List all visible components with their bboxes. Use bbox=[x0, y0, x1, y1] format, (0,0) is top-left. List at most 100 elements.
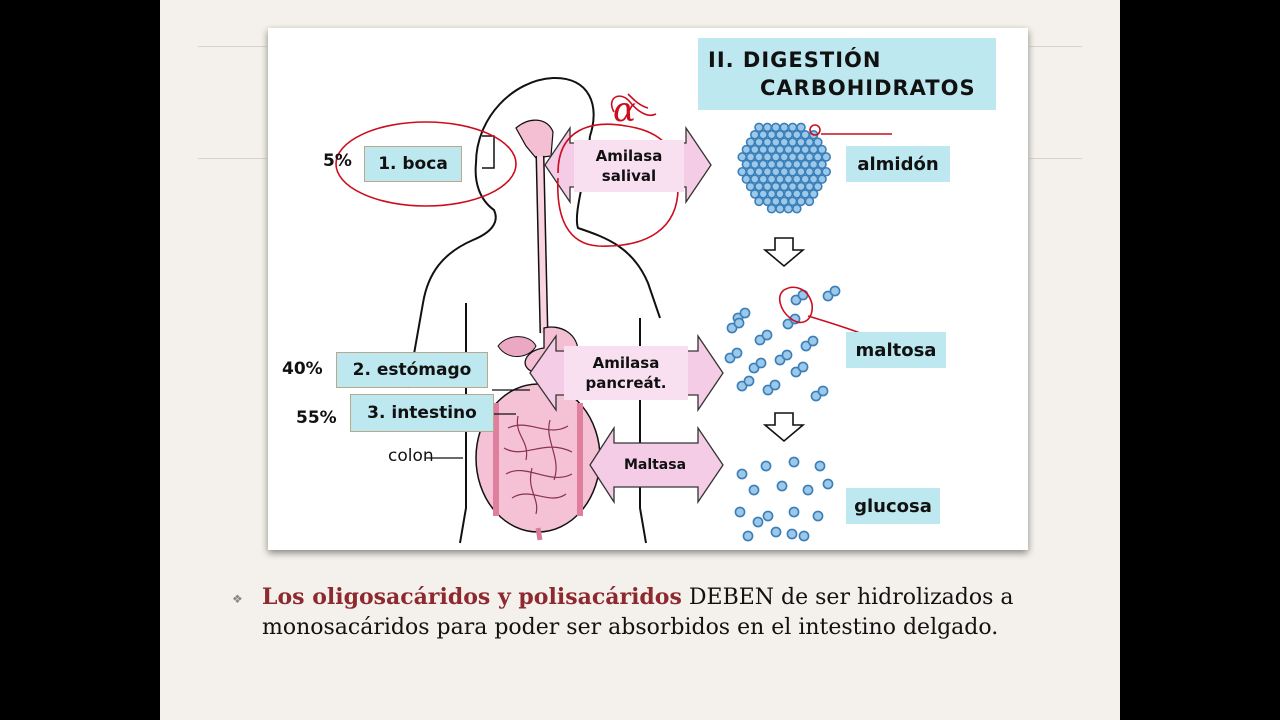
molecule-bead bbox=[754, 137, 764, 147]
molecule-bead bbox=[779, 166, 790, 177]
molecule-bead bbox=[787, 137, 798, 147]
molecule-bead bbox=[779, 152, 790, 162]
enzyme-line-1: Maltasa bbox=[623, 457, 687, 473]
bullet-icon: ❖ bbox=[232, 592, 243, 606]
divider-line bbox=[198, 46, 266, 47]
label-intestino: 3. intestino bbox=[350, 394, 494, 432]
molecule-bead bbox=[786, 528, 798, 540]
molecule-bead bbox=[788, 456, 800, 468]
molecule-bead bbox=[791, 144, 802, 155]
molecule-bead bbox=[726, 322, 738, 334]
molecule-bead bbox=[779, 181, 790, 192]
molecule-bead bbox=[749, 174, 760, 184]
percent-intestino: 55% bbox=[296, 408, 337, 428]
molecule-bead bbox=[787, 196, 798, 207]
title-line-2: CARBOHIDRATOS bbox=[760, 76, 976, 100]
molecule-bead bbox=[822, 478, 834, 490]
molecule-bead bbox=[800, 174, 811, 184]
percent-boca: 5% bbox=[323, 151, 352, 171]
molecule-bead bbox=[791, 129, 802, 140]
molecule-bead bbox=[762, 510, 774, 522]
molecule-bead bbox=[783, 189, 794, 199]
molecule-bead bbox=[737, 152, 748, 162]
molecule-bead bbox=[790, 294, 802, 306]
molecule-bead bbox=[749, 189, 760, 199]
starch-molecule bbox=[737, 122, 832, 214]
molecule-bead bbox=[791, 189, 802, 199]
down-arrows bbox=[762, 237, 806, 443]
molecule-bead bbox=[745, 181, 756, 192]
mouth-cavity bbox=[515, 119, 554, 159]
molecule-bead bbox=[755, 357, 767, 369]
title-line-1: II. DIGESTIÓN bbox=[708, 48, 882, 72]
molecule-bead bbox=[800, 189, 811, 199]
molecule-bead bbox=[779, 122, 790, 133]
molecule-bead bbox=[796, 122, 806, 133]
slide: II. DIGESTIÓN CARBOHIDRATOS 5% 1. boca 4… bbox=[160, 0, 1120, 720]
enzyme-amilasa-pancreatica: Amilasa pancreát. bbox=[564, 346, 688, 400]
molecule-bead bbox=[796, 181, 806, 192]
molecule-bead bbox=[745, 166, 756, 177]
molecule-bead bbox=[808, 144, 819, 155]
molecule-bead bbox=[736, 380, 748, 392]
label-glucosa: glucosa bbox=[846, 488, 940, 524]
molecule-bead bbox=[796, 166, 806, 177]
divider-line bbox=[1030, 46, 1082, 47]
molecule-bead bbox=[749, 144, 760, 155]
molecule-bead bbox=[761, 329, 773, 341]
molecule-bead bbox=[745, 152, 756, 162]
molecule-bead bbox=[741, 159, 752, 170]
enzyme-line-2: salival bbox=[601, 167, 657, 185]
molecule-bead bbox=[724, 352, 736, 364]
molecule-bead bbox=[762, 196, 773, 207]
glucose-molecules bbox=[734, 456, 834, 542]
caption-text: ❖ Los oligosacáridos y polisacáridos DEB… bbox=[232, 582, 1092, 643]
molecule-bead bbox=[822, 290, 834, 302]
alpha-annotation: α bbox=[613, 90, 636, 130]
molecule-bead bbox=[752, 516, 764, 528]
molecule-bead bbox=[743, 375, 755, 387]
molecule-bead bbox=[783, 159, 794, 170]
enzyme-line-1: Amilasa bbox=[592, 354, 660, 372]
molecule-bead bbox=[800, 129, 811, 140]
molecule-bead bbox=[781, 349, 793, 361]
molecule-bead bbox=[775, 203, 785, 214]
molecule-bead bbox=[779, 137, 790, 147]
molecule-bead bbox=[817, 385, 829, 397]
molecule-bead bbox=[762, 166, 773, 177]
molecule-bead bbox=[775, 174, 785, 184]
molecule-bead bbox=[770, 196, 781, 207]
molecule-bead bbox=[800, 144, 811, 155]
molecule-bead bbox=[770, 526, 782, 538]
molecule-bead bbox=[742, 530, 754, 542]
molecule-bead bbox=[770, 122, 781, 133]
molecule-bead bbox=[808, 174, 819, 184]
molecule-bead bbox=[808, 189, 819, 199]
molecule-bead bbox=[762, 384, 774, 396]
enzyme-line-2: pancreát. bbox=[585, 374, 667, 392]
label-boca: 1. boca bbox=[364, 146, 462, 182]
molecule-bead bbox=[791, 203, 802, 214]
divider-line bbox=[1030, 158, 1082, 159]
molecule-bead bbox=[749, 159, 760, 170]
molecule-bead bbox=[796, 152, 806, 162]
molecule-bead bbox=[766, 189, 777, 199]
molecule-bead bbox=[814, 460, 826, 472]
molecule-bead bbox=[762, 137, 773, 147]
molecule-bead bbox=[821, 152, 832, 162]
molecule-bead bbox=[754, 334, 766, 346]
molecule-bead bbox=[783, 203, 794, 214]
molecule-bead bbox=[770, 152, 781, 162]
label-estomago: 2. estómago bbox=[336, 352, 488, 388]
molecule-bead bbox=[783, 174, 794, 184]
molecule-bead bbox=[774, 354, 786, 366]
molecule-bead bbox=[808, 159, 819, 170]
intestines bbox=[475, 383, 601, 541]
liver bbox=[497, 336, 537, 357]
molecule-bead bbox=[821, 166, 832, 177]
molecule-bead bbox=[812, 152, 823, 162]
digestion-diagram: II. DIGESTIÓN CARBOHIDRATOS 5% 1. boca 4… bbox=[268, 28, 1028, 550]
molecule-bead bbox=[760, 460, 772, 472]
mouth-lips bbox=[482, 135, 495, 169]
molecule-bead bbox=[766, 203, 777, 214]
